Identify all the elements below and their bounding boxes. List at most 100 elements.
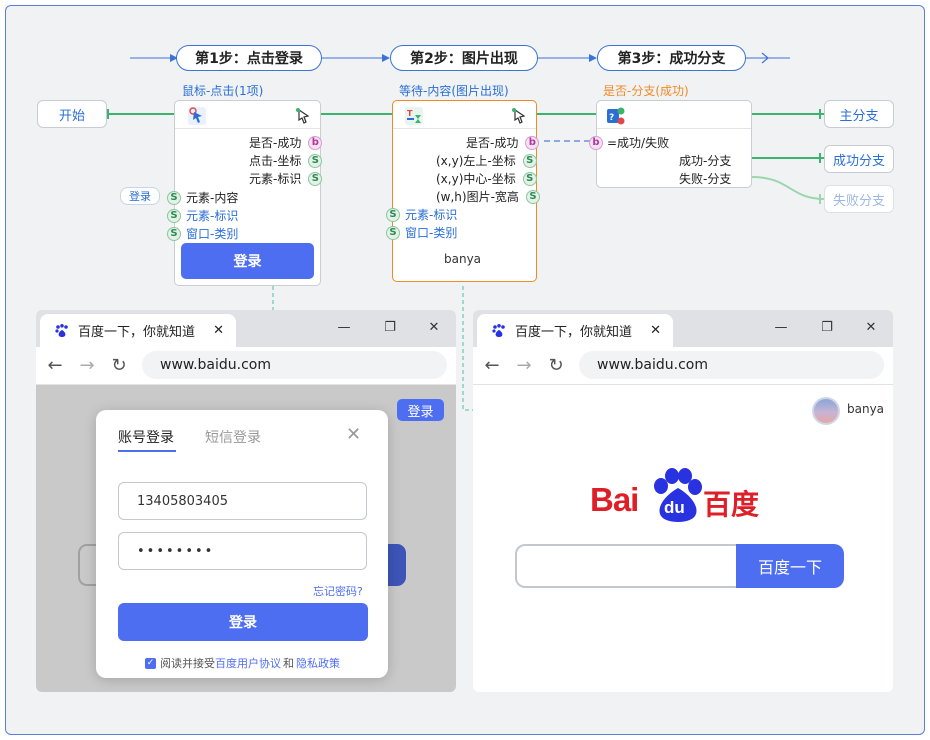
user-agreement-link[interactable]: 百度用户协议: [215, 657, 281, 670]
node3-output-fail: 失败-分支: [679, 172, 732, 186]
node2-caption: banya: [444, 252, 482, 266]
browser-window-login: 百度一下，你就知道 ✕ — ❐ ✕ ← → ↻ www.baidu.com 登录…: [36, 310, 456, 692]
close-tab-icon[interactable]: ✕: [213, 323, 224, 338]
phone-field[interactable]: 13405803405: [118, 482, 367, 520]
string-port[interactable]: S: [308, 153, 323, 168]
url-field[interactable]: www.baidu.com: [142, 351, 447, 379]
node3-input-condition: b=成功/失败: [589, 134, 669, 151]
fail-branch-terminal[interactable]: 失败分支: [824, 185, 894, 213]
input-value-chip[interactable]: 登录: [120, 187, 160, 205]
string-port[interactable]: S: [167, 190, 181, 205]
close-tab-icon[interactable]: ✕: [650, 323, 661, 338]
user-avatar[interactable]: [812, 397, 840, 425]
login-submit-button[interactable]: 登录: [118, 603, 368, 641]
string-port[interactable]: S: [308, 171, 323, 186]
string-port[interactable]: S: [167, 208, 181, 223]
agree-checkbox[interactable]: ✓: [145, 657, 156, 669]
tab-title: 百度一下，你就知道: [515, 325, 633, 340]
main-branch-terminal[interactable]: 主分支: [824, 100, 894, 128]
password-field[interactable]: ••••••••: [118, 532, 367, 570]
node2-title: 等待-内容(图片出现): [399, 84, 509, 98]
close-window-icon[interactable]: ✕: [865, 320, 877, 335]
logo-cn-text: 百度: [703, 488, 760, 521]
address-bar: ← → ↻ www.baidu.com: [473, 347, 893, 385]
browser-window-home: 百度一下，你就知道 ✕ — ❐ ✕ ← → ↻ www.baidu.com ba…: [473, 310, 893, 692]
node3-output-success: 成功-分支: [679, 154, 732, 168]
back-icon[interactable]: ←: [47, 355, 63, 376]
baidu-paw-logo: du: [650, 468, 706, 526]
string-port[interactable]: S: [167, 226, 181, 241]
tab-sms-login[interactable]: 短信登录: [205, 430, 261, 446]
url-field[interactable]: www.baidu.com: [579, 351, 884, 379]
mouse-click-icon: [187, 106, 207, 126]
logo-du-text: du: [664, 498, 685, 517]
baidu-paw-icon: [54, 323, 70, 339]
username-label[interactable]: banya: [847, 402, 885, 416]
back-icon[interactable]: ←: [484, 355, 500, 376]
bool-port[interactable]: b: [525, 135, 540, 150]
string-port[interactable]: S: [522, 153, 537, 168]
node1-target-button[interactable]: 登录: [181, 243, 314, 279]
string-port[interactable]: S: [525, 189, 540, 204]
string-port[interactable]: S: [522, 171, 537, 186]
node3-header: [597, 101, 751, 129]
agreement-row: ✓ 阅读并接受 百度用户协议 和 隐私政策: [145, 657, 340, 670]
forward-icon[interactable]: →: [516, 355, 532, 376]
login-modal: 账号登录 短信登录 ✕ 13405803405 •••••••• 忘记密码? 登…: [96, 410, 388, 678]
address-bar: ← → ↻ www.baidu.com: [36, 347, 456, 385]
cursor-pick-icon[interactable]: [509, 106, 529, 126]
string-port[interactable]: S: [386, 207, 400, 222]
baidu-logo: Bai du 百度: [590, 468, 762, 526]
success-branch-terminal[interactable]: 成功分支: [824, 145, 894, 173]
node-branch[interactable]: ?: [596, 100, 752, 188]
restore-icon[interactable]: ❐: [384, 320, 396, 335]
reload-icon[interactable]: ↻: [111, 355, 127, 376]
tab-bar: 百度一下，你就知道 ✕ — ❐ ✕: [36, 310, 456, 347]
browser-tab[interactable]: 百度一下，你就知道 ✕: [40, 314, 236, 347]
login-link[interactable]: 登录: [397, 399, 444, 421]
svg-text:T: T: [407, 109, 413, 118]
node1-header: [175, 101, 320, 129]
step-2-pill[interactable]: 第2步：图片出现: [390, 45, 538, 71]
tab-bar: 百度一下，你就知道 ✕ — ❐ ✕: [473, 310, 893, 347]
restore-icon[interactable]: ❐: [821, 320, 833, 335]
step-3-pill[interactable]: 第3步：成功分支: [597, 45, 746, 71]
svg-text:?: ?: [609, 113, 614, 123]
search-button[interactable]: 百度一下: [736, 544, 844, 588]
string-port[interactable]: S: [386, 225, 400, 240]
tab-title: 百度一下，你就知道: [78, 325, 196, 340]
cursor-pick-icon[interactable]: [293, 106, 313, 126]
node3-title: 是否-分支(成功): [603, 84, 689, 98]
minimize-icon[interactable]: —: [774, 320, 788, 335]
close-window-icon[interactable]: ✕: [428, 320, 440, 335]
start-terminal[interactable]: 开始: [37, 100, 107, 128]
node2-header: [393, 101, 536, 129]
browser-tab[interactable]: 百度一下，你就知道 ✕: [477, 314, 673, 347]
minimize-icon[interactable]: —: [337, 320, 351, 335]
forgot-password-link[interactable]: 忘记密码?: [313, 585, 363, 598]
branch-icon: ?: [606, 106, 626, 126]
forward-icon[interactable]: →: [79, 355, 95, 376]
tab-underline: [118, 450, 176, 452]
close-modal-icon[interactable]: ✕: [346, 424, 362, 445]
step-1-pill[interactable]: 第1步：点击登录: [176, 45, 322, 71]
bool-port[interactable]: b: [589, 135, 603, 150]
reload-icon[interactable]: ↻: [548, 355, 564, 376]
logo-bai-text: Bai: [590, 481, 639, 518]
tab-account-login[interactable]: 账号登录: [118, 430, 174, 446]
privacy-policy-link[interactable]: 隐私政策: [296, 657, 340, 670]
search-input[interactable]: [515, 544, 739, 588]
node1-title: 鼠标-点击(1项): [182, 84, 264, 98]
bool-port[interactable]: b: [308, 135, 323, 150]
